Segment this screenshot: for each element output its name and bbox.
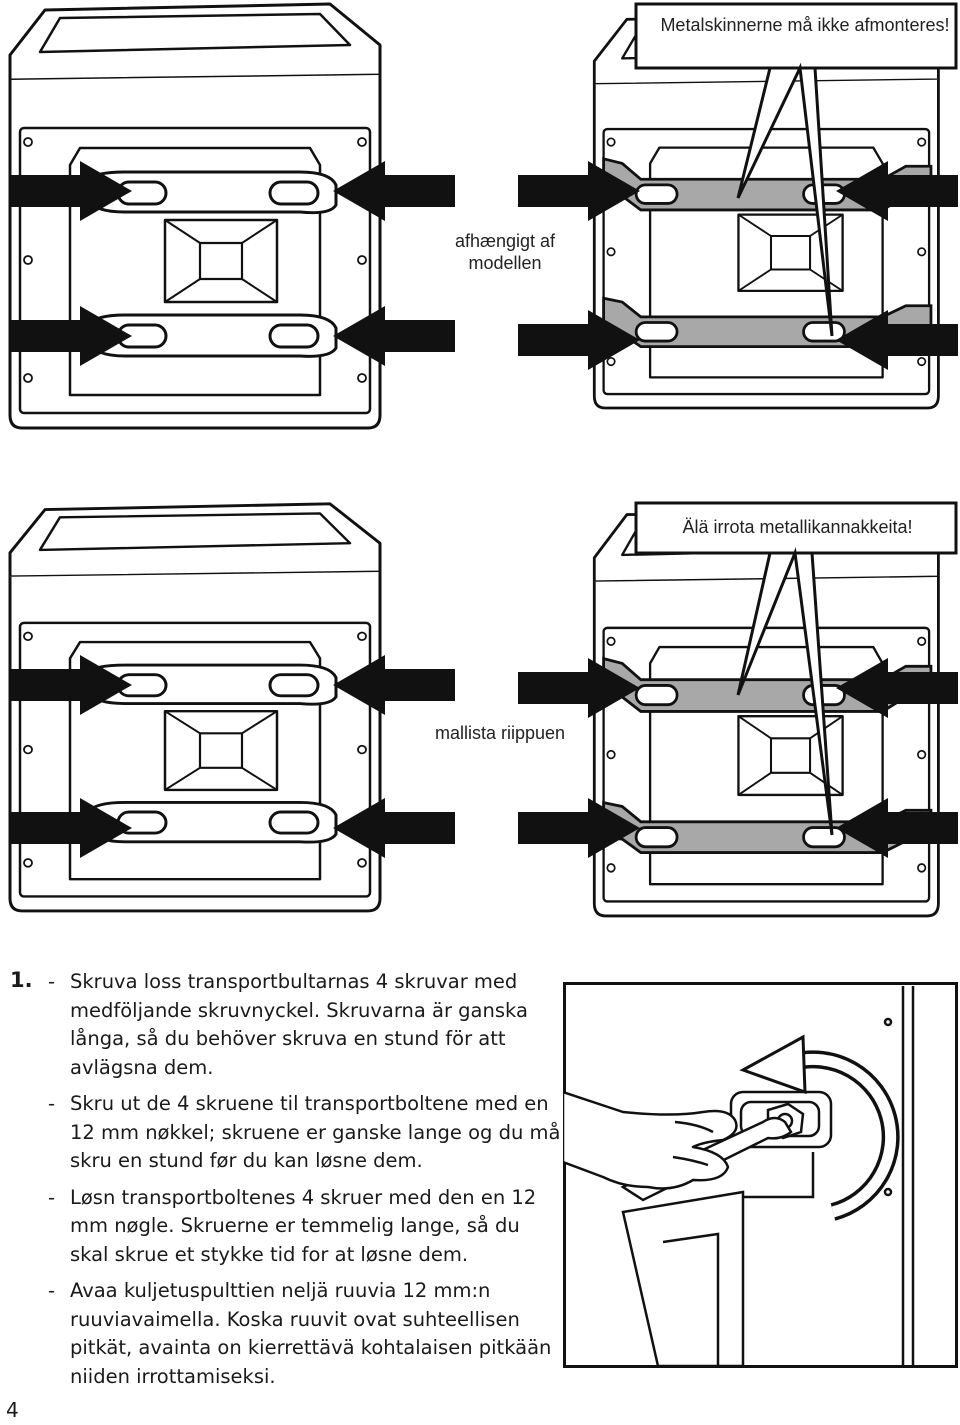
step-number: 1. <box>10 968 33 992</box>
instruction-list: - Skruva loss transportbultarnas 4 skruv… <box>42 968 562 1399</box>
instruction-text: Skruva loss transportbultarnas 4 skruvar… <box>70 970 528 1079</box>
list-dash: - <box>48 1279 56 1302</box>
page-number: 4 <box>6 1398 19 1422</box>
machine-bottom-left <box>8 502 382 913</box>
list-dash: - <box>48 1185 56 1209</box>
danish-warning-callout: Metalskinnerne må ikke afmonteres! <box>660 14 950 36</box>
instruction-norwegian: - Skru ut de 4 skruene til transportbolt… <box>42 1090 562 1176</box>
list-dash: - <box>48 1092 56 1115</box>
instruction-finnish: - Avaa kuljetuspulttien neljä ruuvia 12 … <box>42 1277 562 1391</box>
machine-top-left <box>8 2 382 430</box>
finnish-warning-callout: Älä irrota metallikannakkeita! <box>645 516 950 538</box>
finnish-model-note: mallista riippuen <box>434 723 566 743</box>
danish-model-note: afhængigt af modellen <box>454 231 556 273</box>
machine-illustrations <box>8 2 958 918</box>
wrench-detail-illustration <box>563 982 958 1368</box>
rotate-arrow-icon <box>739 1034 807 1095</box>
instruction-text: Skru ut de 4 skruene til transportbolten… <box>70 1092 561 1172</box>
instruction-danish: - Løsn transportboltenes 4 skruer med de… <box>42 1184 562 1270</box>
instruction-text: Løsn transportboltenes 4 skruer med den … <box>70 1185 537 1266</box>
instruction-text: Avaa kuljetuspulttien neljä ruuvia 12 mm… <box>70 1279 552 1388</box>
list-dash: - <box>48 970 56 993</box>
instruction-swedish: - Skruva loss transportbultarnas 4 skruv… <box>42 968 562 1082</box>
